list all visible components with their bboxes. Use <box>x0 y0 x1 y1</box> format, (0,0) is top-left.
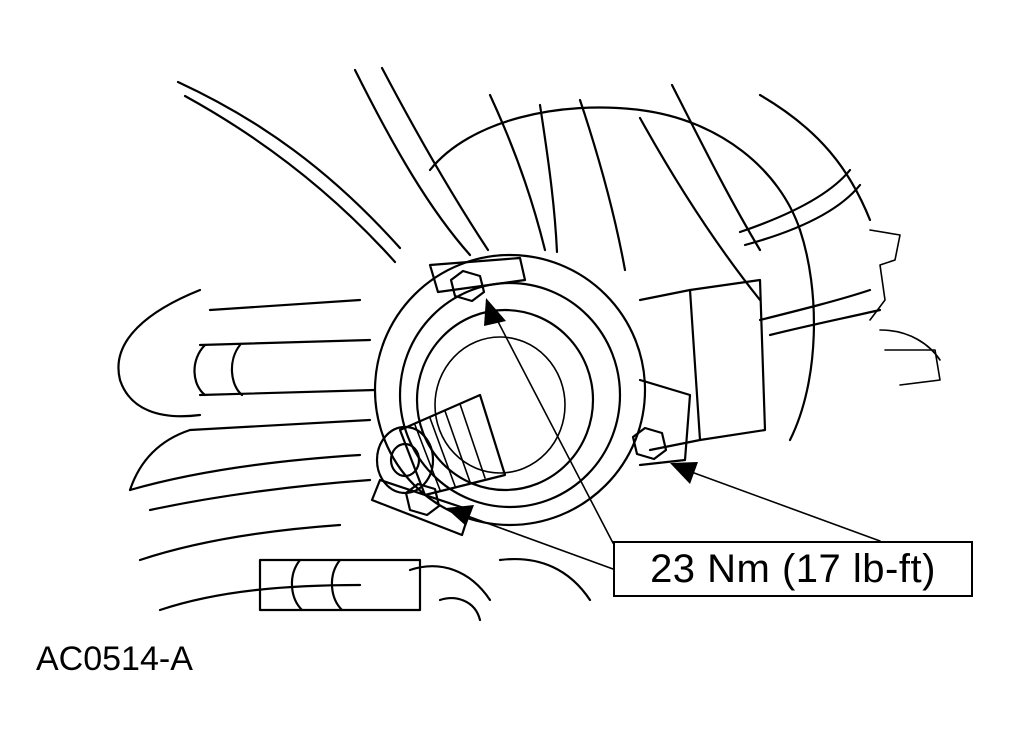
fan-blades <box>176 66 882 337</box>
motor-shaft <box>375 393 507 497</box>
hex-bolt-top <box>449 269 486 303</box>
hex-bolt-icon <box>449 269 486 303</box>
hex-bolt-icon <box>631 426 668 461</box>
leader-lines <box>446 298 881 570</box>
mounting-ring <box>370 253 692 537</box>
arrow-pointer-icon <box>446 505 474 526</box>
hex-bolt-bottom <box>404 482 441 517</box>
shroud-outline <box>428 93 941 452</box>
arrow-pointer-icon <box>670 462 698 484</box>
figure-id: AC0514-A <box>36 640 193 678</box>
arrow-pointer-icon <box>484 298 506 326</box>
hex-bolt-right <box>631 426 668 461</box>
motor-housing <box>117 288 592 622</box>
torque-callout-box: 23 Nm (17 lb-ft) <box>613 541 973 597</box>
torque-callout-text: 23 Nm (17 lb-ft) <box>650 546 936 591</box>
hex-bolt-icon <box>404 482 441 517</box>
